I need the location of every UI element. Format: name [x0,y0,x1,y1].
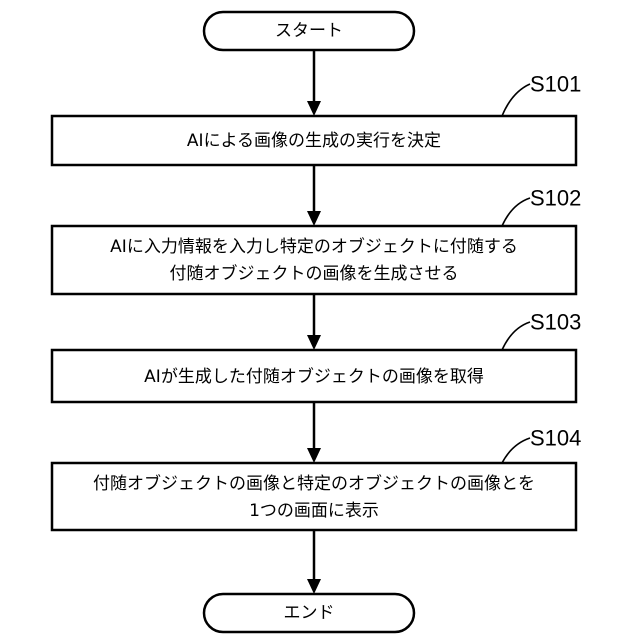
step-s104-text-line2: 1つの画面に表示 [249,501,379,521]
leader-s104 [502,438,530,463]
step-s104-text-line1: 付随オブジェクトの画像と特定のオブジェクトの画像とを [93,473,535,494]
arrowhead-end [307,579,321,594]
end-label: エンド [284,603,335,623]
step-id-s104: S104 [530,426,581,451]
end-terminator: エンド [204,594,414,632]
step-s103-text: AIが生成した付随オブジェクトの画像を取得 [144,366,484,387]
process-step-s101: AIによる画像の生成の実行を決定 [52,116,576,165]
step-id-s103: S103 [530,310,581,335]
arrowhead-s102 [307,211,321,226]
start-label: スタート [275,21,343,41]
start-terminator: スタート [204,12,414,50]
arrowhead-s104 [307,448,321,463]
leader-s101 [502,84,530,116]
step-s102-text-line1: AIに入力情報を入力し特定のオブジェクトに付随する [110,236,518,257]
arrowhead-s101 [307,101,321,116]
process-step-s103: AIが生成した付随オブジェクトの画像を取得 [52,350,576,402]
step-s102-text-line2: 付随オブジェクトの画像を生成させる [170,263,459,284]
step-id-s101: S101 [530,72,581,97]
step-id-s102: S102 [530,186,581,211]
process-step-s102: AIに入力情報を入力し特定のオブジェクトに付随する 付随オブジェクトの画像を生成… [52,226,576,294]
leader-s102 [502,198,530,226]
process-step-s104: 付随オブジェクトの画像と特定のオブジェクトの画像とを 1つの画面に表示 [52,463,576,530]
arrowhead-s103 [307,335,321,350]
step-s101-text: AIによる画像の生成の実行を決定 [187,131,441,151]
leader-s103 [502,322,530,350]
